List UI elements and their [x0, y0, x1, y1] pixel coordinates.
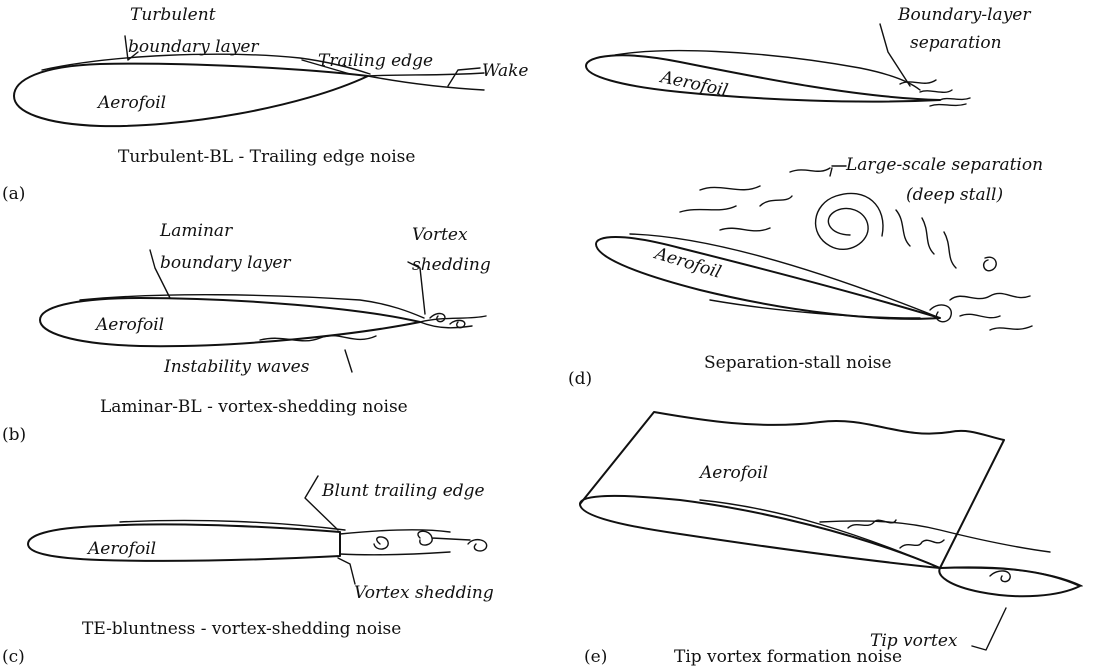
label-trailing-edge: Trailing edge — [318, 51, 433, 71]
label-aerofoil-a: Aerofoil — [96, 93, 166, 113]
vortex-c-1 — [374, 537, 388, 549]
leader-wake — [448, 68, 480, 86]
tag-e: (e) — [584, 647, 607, 667]
aerofoil-d-top-outline — [586, 55, 940, 101]
label-shedding-b: shedding — [412, 255, 491, 275]
label-deep-stall: (deep stall) — [906, 185, 1003, 205]
aerofoil-a-outline — [14, 64, 368, 127]
tag-c: (c) — [2, 647, 25, 667]
label-laminar: Laminar — [159, 221, 233, 241]
leader-tip — [972, 608, 1006, 650]
tag-b: (b) — [2, 425, 26, 445]
leader-instability — [345, 350, 352, 372]
sep-line-top — [610, 51, 920, 90]
label-vortex-shedding-c: Vortex shedding — [354, 583, 494, 603]
panel-a: Turbulent boundary layer Trailing edge W… — [2, 5, 529, 204]
wake-c-bottom — [340, 552, 450, 555]
tip-swirls — [848, 520, 1010, 582]
tag-a: (a) — [2, 184, 25, 204]
label-blunt-te: Blunt trailing edge — [321, 481, 485, 501]
caption-c: TE-bluntness - vortex-shedding noise — [82, 619, 401, 639]
caption-e: Tip vortex formation noise — [674, 647, 902, 667]
label-vortex-b: Vortex — [412, 225, 468, 245]
label-separation: separation — [910, 33, 1002, 53]
label-instability-waves: Instability waves — [163, 357, 310, 377]
caption-d: Separation-stall noise — [704, 353, 892, 373]
panel-b: Laminar boundary layer Vortex shedding A… — [2, 221, 491, 445]
wing-root-section — [580, 496, 940, 568]
label-large-scale: Large-scale separation — [845, 155, 1043, 175]
caption-a: Turbulent-BL - Trailing edge noise — [118, 147, 415, 167]
leader-vortex-c — [338, 558, 355, 584]
label-wake: Wake — [482, 61, 529, 81]
stall-swirl — [816, 193, 883, 249]
vortex-c-3 — [468, 540, 487, 551]
label-boundary-layer-b: boundary layer — [160, 253, 291, 273]
label-aerofoil-d-top: Aerofoil — [657, 67, 730, 101]
label-bl-sep: Boundary-layer — [897, 5, 1031, 25]
vortex-b-2 — [450, 320, 465, 327]
caption-b: Laminar-BL - vortex-shedding noise — [100, 397, 408, 417]
leader-large — [830, 168, 832, 176]
wake-c-top — [340, 530, 450, 534]
vortex-c-2 — [418, 531, 470, 545]
panel-e: Aerofoil Tip vortex Tip vortex formation… — [580, 412, 1082, 667]
label-boundary-layer-a: boundary layer — [128, 37, 259, 57]
stall-curl — [984, 257, 997, 271]
wing-planform — [580, 412, 1004, 568]
panel-c: Blunt trailing edge Aerofoil Vortex shed… — [2, 476, 494, 667]
label-aerofoil-b: Aerofoil — [94, 315, 164, 335]
aerofoil-c-outline — [28, 524, 340, 560]
label-aerofoil-e: Aerofoil — [698, 463, 768, 483]
wake-line-a — [368, 73, 484, 90]
panel-d-top: Boundary-layer separation Aerofoil — [586, 5, 1031, 106]
label-aerofoil-c: Aerofoil — [86, 539, 156, 559]
tag-d: (d) — [568, 369, 592, 389]
panel-d-stall: Large-scale separation (deep stall) Aero… — [568, 155, 1043, 389]
aerofoil-d-bottom-outline — [596, 237, 940, 319]
wing-tip-section — [939, 567, 1080, 596]
label-turbulent: Turbulent — [130, 5, 216, 25]
